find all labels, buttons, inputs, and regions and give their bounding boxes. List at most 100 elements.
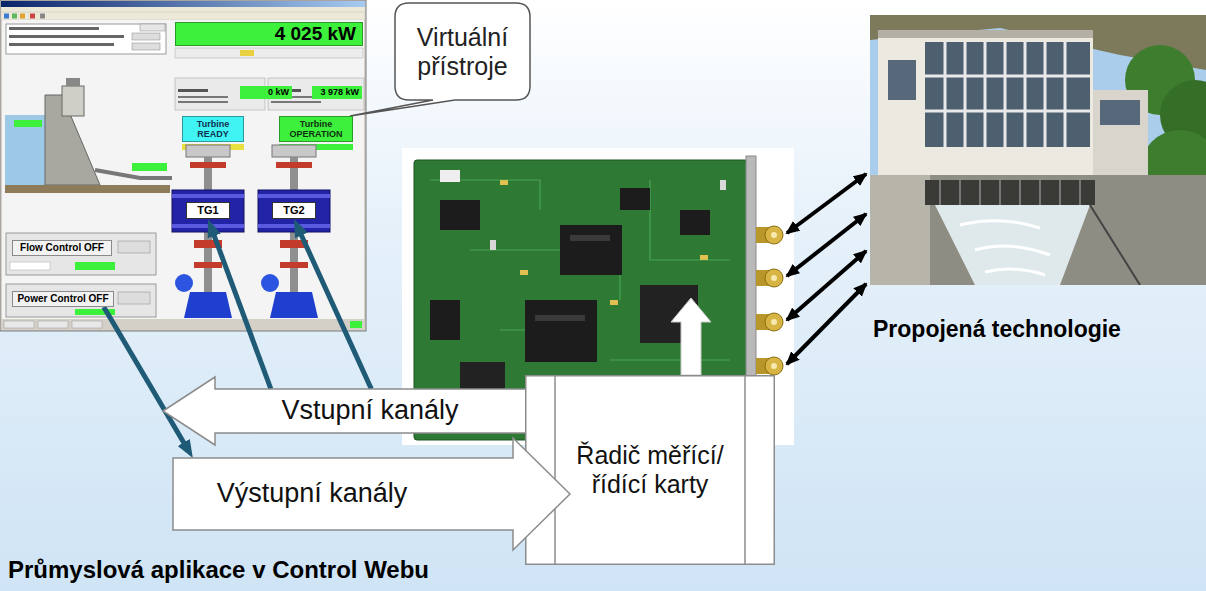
app-screenshot — [258, 224, 330, 228]
measurement-card-photo — [535, 315, 585, 321]
app-screenshot — [270, 292, 318, 318]
measurement-card-photo — [771, 275, 777, 281]
hydro-plant-photo — [888, 60, 916, 100]
app-screenshot — [1, 1, 365, 7]
app-screenshot — [5, 115, 45, 188]
input-channels-arrow-outline — [163, 377, 535, 445]
hydro-plant-photo — [878, 30, 1093, 38]
signal-arrow — [300, 232, 372, 389]
app-screenshot — [350, 321, 362, 328]
measurement-card-photo — [771, 232, 777, 238]
app-screenshot — [172, 224, 244, 228]
node-text: Power Control OFF — [17, 293, 108, 305]
measurement-card-photo — [560, 225, 622, 275]
status-indicator: Turbine OPERATION — [279, 116, 353, 142]
app-screenshot — [1, 7, 365, 12]
measurement-card-photo — [700, 255, 708, 260]
hydro-plant-photo — [1090, 205, 1140, 285]
callout-bubble-outline — [350, 3, 530, 116]
app-screenshot — [172, 190, 244, 232]
measurement-card-photo — [765, 269, 783, 287]
app-screenshot — [118, 241, 150, 253]
hydro-plant-photo — [925, 180, 1095, 205]
app-screenshot — [132, 33, 160, 40]
app-screenshot — [1, 12, 365, 20]
signal-wire-arrow — [787, 214, 866, 276]
app-screenshot — [175, 48, 363, 58]
app-screenshot — [4, 321, 34, 328]
power-display: 4 025 kW — [175, 22, 363, 46]
hydro-plant-photo — [960, 221, 1050, 275]
control-button: Flow Control OFF — [12, 240, 112, 256]
app-screenshot — [271, 101, 321, 103]
node-text: 0 kW — [268, 87, 289, 97]
hydro-plant-photo — [1100, 100, 1140, 125]
app-screenshot — [132, 163, 167, 171]
measurement-card-photo — [440, 200, 480, 230]
app-screenshot — [172, 194, 244, 198]
measurement-card-photo — [620, 188, 650, 210]
app-screenshot — [178, 89, 208, 92]
signal-arrow — [213, 232, 271, 389]
app-screenshot — [0, 0, 366, 331]
app-screenshot — [12, 14, 17, 19]
node-text: 3 978 kW — [320, 87, 359, 97]
hydro-plant-photo — [925, 42, 1090, 147]
node-text: 4 025 kW — [275, 23, 356, 45]
app-screenshot — [258, 194, 330, 198]
app-screenshot — [40, 14, 45, 19]
measurement-card-photo — [765, 226, 783, 244]
signal-wire-arrow — [787, 174, 866, 364]
app-screenshot — [62, 86, 84, 116]
measurement-card-photo — [610, 300, 618, 305]
section-caption: Průmyslová aplikace v Control Webu — [8, 556, 429, 584]
app-screenshot — [184, 292, 232, 318]
measurement-card-photo — [440, 170, 460, 182]
callout-bubble: Virtuální přístroje — [395, 3, 530, 100]
measurement-card-photo — [771, 363, 777, 369]
node-text: Virtuální přístroje — [407, 23, 519, 81]
app-screenshot — [280, 262, 308, 268]
node-text: TG2 — [283, 204, 304, 217]
app-screenshot — [9, 43, 114, 46]
node-text: Vstupní kanály — [281, 395, 458, 426]
measurement-card-photo — [520, 270, 528, 275]
app-screenshot — [240, 50, 254, 56]
node-text: Flow Control OFF — [20, 242, 104, 254]
measurement-card-photo — [720, 180, 726, 190]
app-screenshot — [272, 145, 316, 157]
node-text: TG1 — [197, 204, 218, 217]
app-screenshot — [175, 274, 193, 292]
app-screenshot — [186, 145, 230, 157]
app-screenshot — [9, 27, 99, 30]
measurement-card-photo — [525, 300, 597, 362]
app-screenshot — [4, 14, 9, 19]
node-text: Výstupní kanály — [217, 478, 408, 509]
app-screenshot — [118, 292, 150, 304]
app-screenshot — [1, 319, 365, 330]
app-screenshot — [261, 274, 279, 292]
app-screenshot — [6, 284, 156, 317]
driver-to-card-arrow — [671, 298, 711, 375]
measurement-card-photo — [771, 319, 777, 325]
node-text: Řadič měřící/řídící karty — [565, 441, 735, 499]
input-channels-arrow: Vstupní kanály — [163, 389, 535, 433]
app-screenshot — [10, 262, 50, 270]
measurement-card-photo — [500, 180, 508, 185]
app-screenshot — [6, 24, 166, 54]
driver-to-card-arrow — [671, 298, 711, 375]
app-screenshot — [2, 20, 364, 319]
app-screenshot — [132, 43, 160, 50]
measurement-card-photo — [570, 235, 610, 241]
signal-wire-arrow — [787, 251, 866, 320]
app-screenshot — [190, 162, 226, 168]
hydro-plant-photo — [870, 15, 1206, 285]
power-display: 0 kW — [240, 86, 292, 99]
hydro-plant-photo — [878, 35, 1093, 185]
app-screenshot — [140, 24, 165, 31]
output-channels-arrow-outline — [173, 438, 570, 550]
hydro-plant-photo — [870, 175, 930, 285]
app-screenshot — [178, 101, 228, 103]
app-screenshot — [5, 185, 170, 193]
power-display: 3 978 kW — [312, 86, 362, 99]
